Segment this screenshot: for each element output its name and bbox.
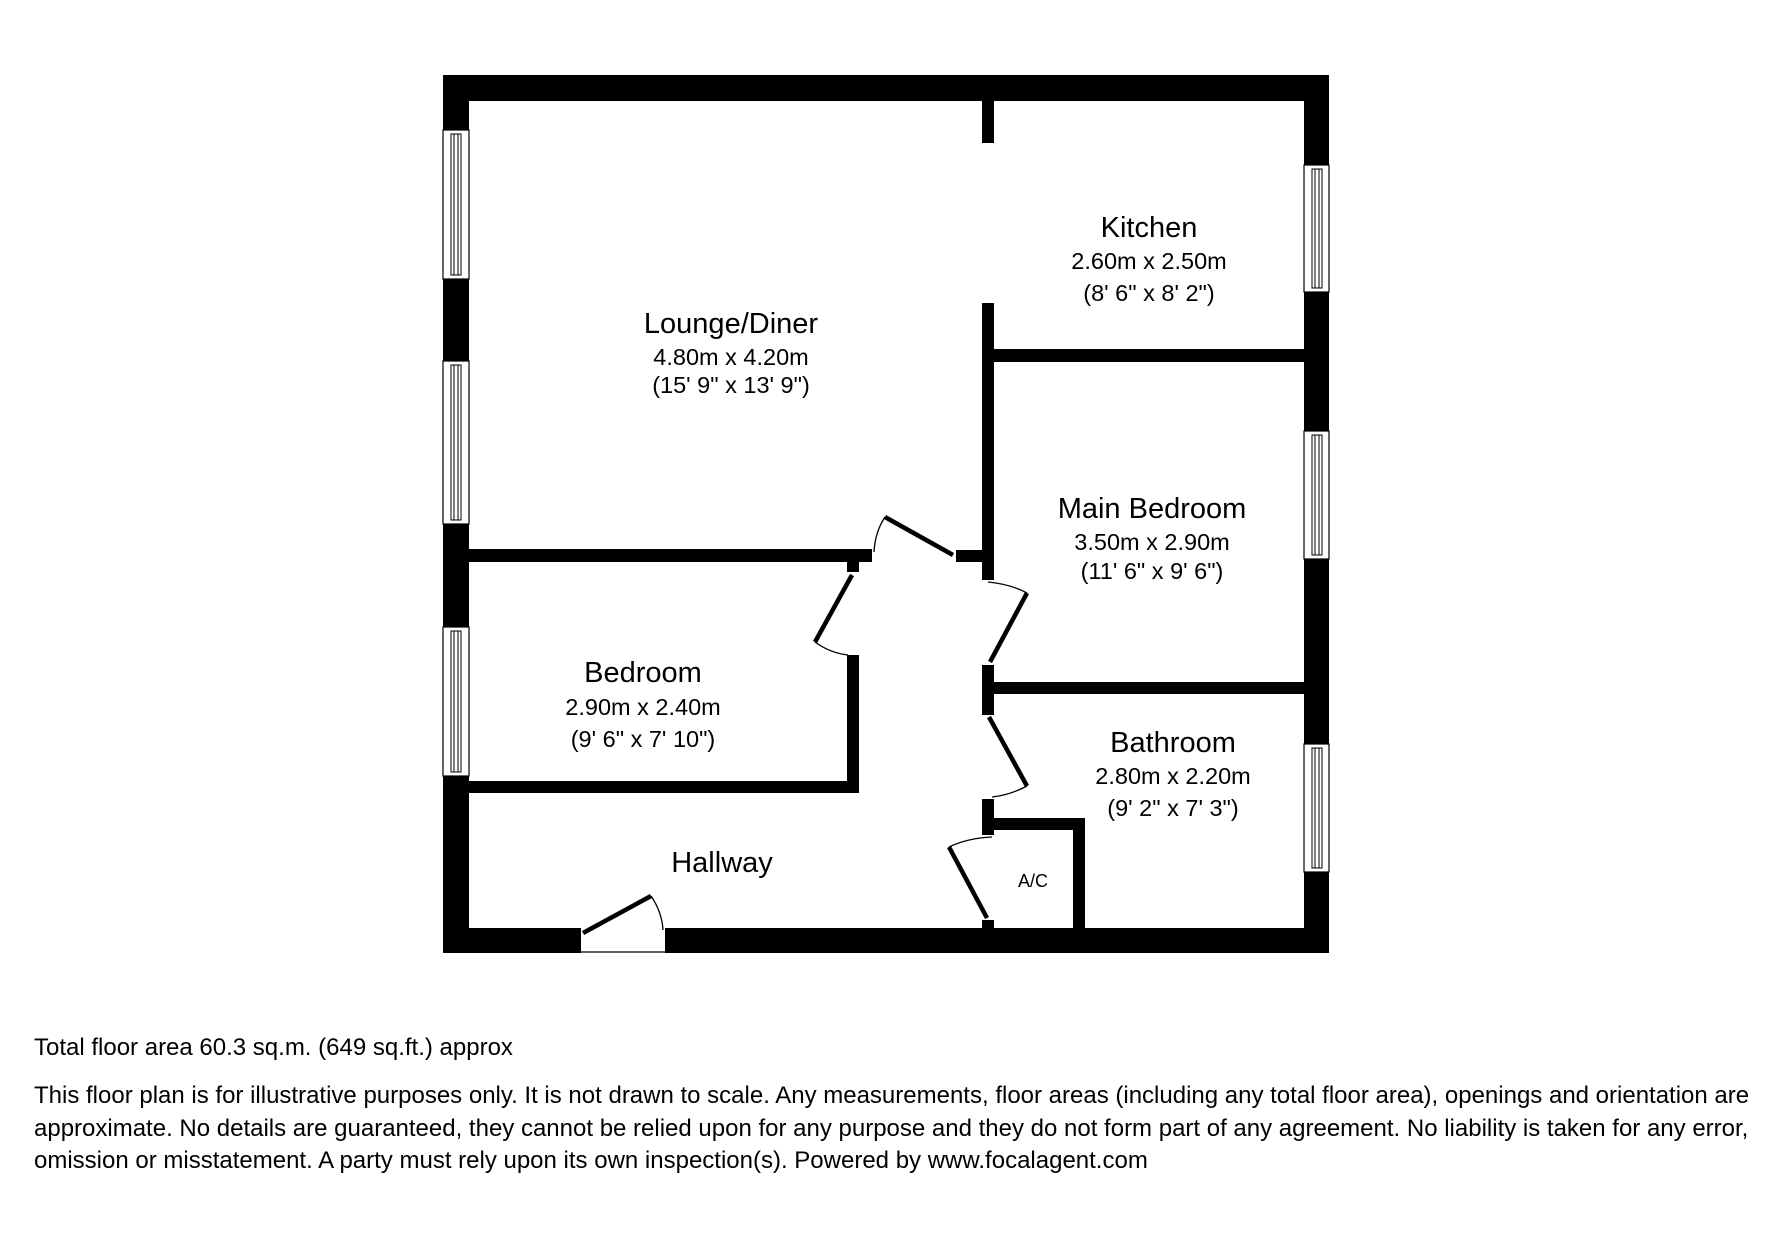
lounge-bedroom-wall	[469, 549, 872, 562]
mainbed-bath-wall	[994, 682, 1304, 694]
room-dimensions-imperial: (15' 9" x 13' 9")	[652, 372, 810, 398]
room-label-hallway: Hallway	[671, 847, 773, 879]
window-icon	[442, 626, 470, 777]
room-label-bedroom: Bedroom 2.90m x 2.40m (9' 6" x 7' 10")	[565, 657, 720, 752]
window-icon	[1303, 743, 1330, 873]
bedroom-door-icon	[813, 573, 854, 656]
windows	[442, 129, 1330, 873]
room-dimensions-imperial: (9' 2" x 7' 3")	[1107, 795, 1238, 821]
kitchen-bedroom-wall	[994, 349, 1304, 362]
room-label-bathroom: Bathroom 2.80m x 2.20m (9' 2" x 7' 3")	[1095, 727, 1250, 821]
wall-bottom-right	[665, 928, 1329, 953]
window-icon	[442, 360, 470, 525]
front-door-icon	[581, 894, 665, 953]
spine-wall-upper	[982, 303, 994, 580]
disclaimer-text: This floor plan is for illustrative purp…	[34, 1082, 1750, 1174]
room-dimensions-metric: 4.80m x 4.20m	[653, 344, 808, 370]
room-name: Kitchen	[1101, 212, 1198, 244]
room-name: Main Bedroom	[1058, 493, 1247, 525]
spine-wall-ac	[982, 799, 994, 835]
wall-bottom-left	[443, 928, 581, 953]
ac-top-wall	[994, 818, 1085, 830]
room-dimensions-imperial: (9' 6" x 7' 10")	[571, 726, 716, 752]
spine-stub-bottom	[982, 920, 994, 929]
room-dimensions-metric: 2.90m x 2.40m	[565, 694, 720, 720]
bathroom-door-icon	[987, 715, 1029, 798]
bedroom-bottom-wall	[469, 781, 859, 793]
total-floor-area: Total floor area 60.3 sq.m. (649 sq.ft.)…	[34, 1034, 513, 1061]
lounge-door-icon	[873, 515, 955, 557]
room-name: Bedroom	[584, 657, 702, 689]
room-dimensions-metric: 2.80m x 2.20m	[1095, 763, 1250, 789]
ac-right-wall	[1073, 818, 1085, 929]
room-name: Bathroom	[1110, 727, 1236, 759]
window-icon	[1303, 430, 1330, 560]
doors	[581, 515, 1029, 953]
main-bedroom-door-icon	[987, 581, 1029, 664]
wall-top	[443, 75, 1329, 101]
floor-plan: Lounge/Diner 4.80m x 4.20m (15' 9" x 13'…	[442, 75, 1330, 953]
room-dimensions-metric: 3.50m x 2.90m	[1074, 529, 1229, 555]
room-dimensions-metric: 2.60m x 2.50m	[1071, 248, 1226, 274]
room-label-lounge: Lounge/Diner 4.80m x 4.20m (15' 9" x 13'…	[644, 308, 818, 398]
interior-walls	[469, 100, 1304, 929]
window-icon	[1303, 164, 1330, 293]
room-dimensions-imperial: (11' 6" x 9' 6")	[1081, 558, 1224, 584]
room-name: Lounge/Diner	[644, 308, 818, 340]
airing-cupboard-label: A/C	[1018, 871, 1048, 891]
cupboard-door-icon	[947, 836, 993, 920]
window-icon	[442, 129, 470, 280]
room-dimensions-imperial: (8' 6" x 8' 2")	[1083, 280, 1214, 306]
room-name: Hallway	[671, 847, 773, 879]
bedroom-door-stub	[847, 562, 859, 572]
room-label-main-bedroom: Main Bedroom 3.50m x 2.90m (11' 6" x 9' …	[1058, 493, 1247, 584]
lounge-door-stub	[956, 550, 982, 562]
spine-stub-top	[982, 100, 994, 143]
spine-wall-middle	[982, 665, 994, 715]
room-label-kitchen: Kitchen 2.60m x 2.50m (8' 6" x 8' 2")	[1071, 212, 1226, 306]
bedroom-right-wall	[847, 655, 859, 793]
